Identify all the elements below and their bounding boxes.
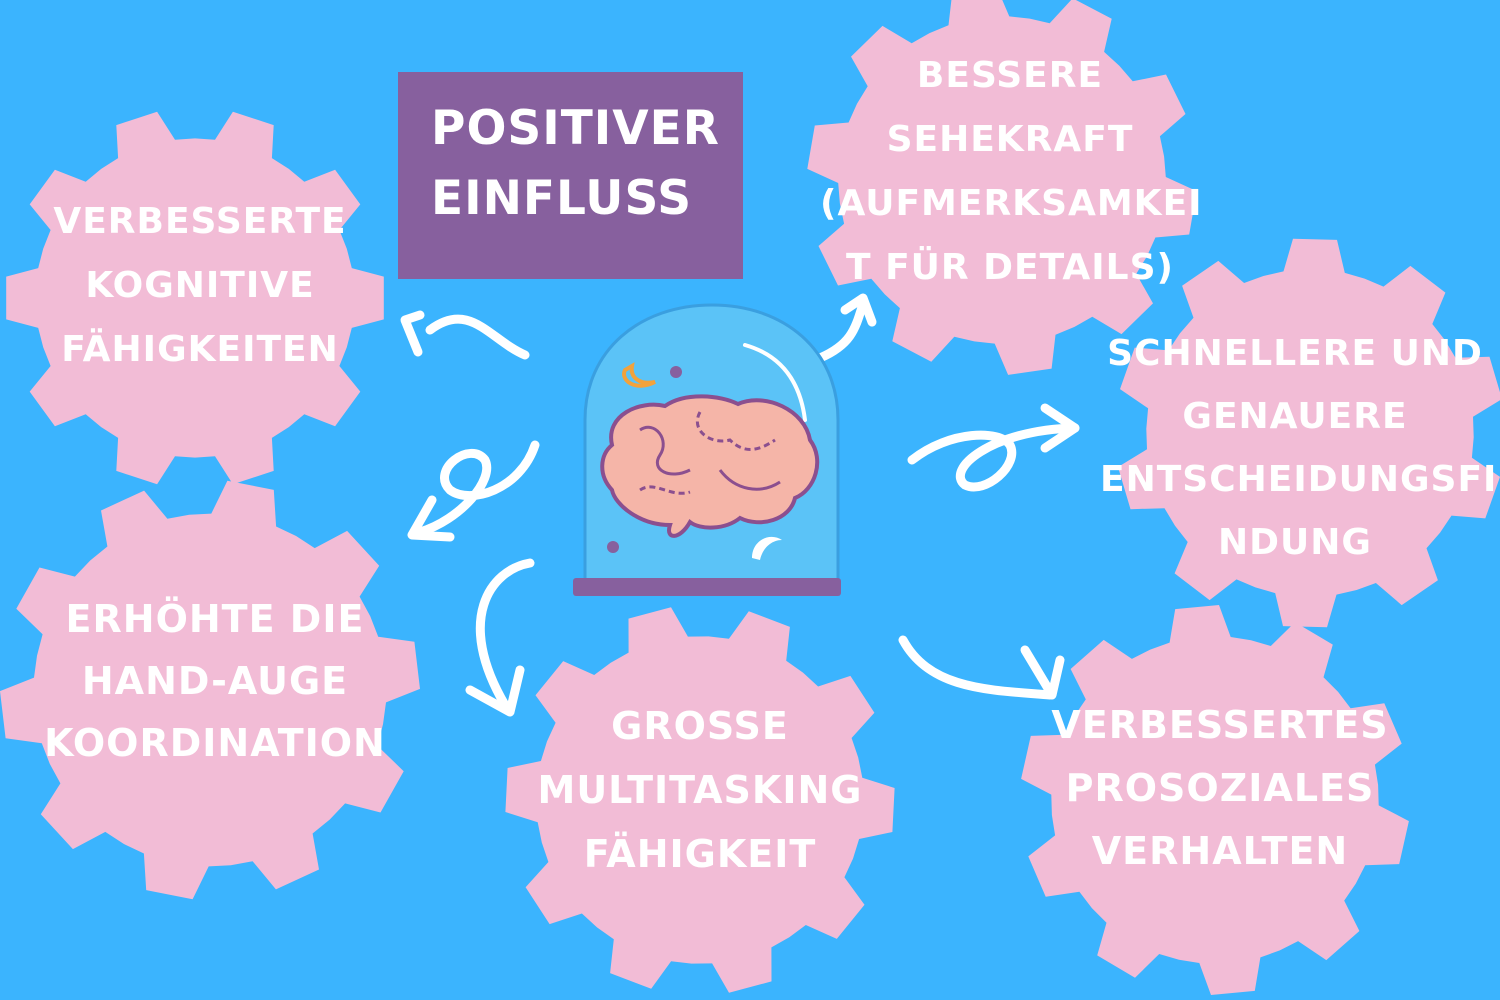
effect-line: T FÜR DETAILS) bbox=[846, 247, 1174, 288]
effect-line: PROSOZIALES bbox=[1065, 766, 1375, 810]
effect-line: VERBESSERTE bbox=[53, 201, 347, 242]
arrowhead-to-cognitive bbox=[400, 310, 425, 357]
effect-line: BESSERE bbox=[916, 55, 1104, 96]
effect-line: (AUFMERKSAMKEI bbox=[820, 183, 1203, 224]
jar-reflection bbox=[752, 536, 782, 560]
arrowhead-to-hand-eye bbox=[407, 495, 455, 542]
gear-hand-eye bbox=[0, 480, 420, 900]
gear-multitasking bbox=[505, 607, 895, 993]
effect-line: SCHNELLERE UND bbox=[1107, 333, 1483, 374]
effect-line: KOGNITIVE bbox=[85, 265, 315, 306]
arrow-to-prosocial bbox=[898, 635, 1055, 700]
effect-line: GROßE bbox=[611, 704, 789, 748]
effect-line: FÄHIGKEITEN bbox=[61, 329, 339, 370]
brain-fold-2 bbox=[695, 411, 776, 451]
dot-1 bbox=[670, 366, 682, 378]
orange-shape bbox=[622, 362, 656, 388]
arrow-to-vision bbox=[815, 302, 867, 363]
effect-line: MULTITASKING bbox=[537, 768, 863, 812]
effect-line: ENTSCHEIDUNGSFI bbox=[1100, 459, 1498, 500]
effect-label-multitasking: GROßE MULTITASKING FÄHIGKEIT bbox=[530, 694, 870, 886]
gear-vision bbox=[807, 0, 1197, 375]
title-line-1: POSITIVER bbox=[431, 101, 720, 156]
effect-label-prosocial: VERBESSERTES PROSOZIALES VERHALTEN bbox=[1040, 694, 1400, 883]
effect-line: SEHEKRAFT bbox=[886, 119, 1134, 160]
effect-line: GENAUERE bbox=[1182, 396, 1408, 437]
dot-2 bbox=[607, 541, 619, 553]
arrow-to-hand-eye bbox=[415, 440, 540, 537]
brain-fold-4 bbox=[639, 485, 691, 495]
effect-line: VERBESSERTES bbox=[1051, 703, 1389, 747]
effect-line: HAND-AUGE bbox=[81, 659, 349, 703]
arrow-group bbox=[400, 293, 1080, 717]
arrowhead-to-prosocial bbox=[1020, 645, 1065, 700]
title-box: POSITIVER EINFLUSS bbox=[398, 72, 743, 279]
effect-label-decisions: SCHNELLERE UND GENAUERE ENTSCHEIDUNGSFI … bbox=[1100, 322, 1498, 574]
arrow-to-cognitive bbox=[425, 314, 530, 360]
arrowhead-to-decisions bbox=[1040, 403, 1080, 453]
effect-label-hand-eye: ERHÖHTE DIE HAND-AUGE KOORDINATION bbox=[30, 588, 400, 774]
jar-highlight bbox=[743, 343, 807, 422]
brain-in-jar-icon bbox=[573, 303, 841, 596]
effect-line: VERHALTEN bbox=[1091, 829, 1349, 873]
effect-line: ERHÖHTE DIE bbox=[65, 597, 365, 641]
brain-fold-3 bbox=[718, 469, 781, 491]
brain-fold-1 bbox=[639, 426, 691, 476]
title-line-2: EINFLUSS bbox=[431, 171, 693, 226]
effect-line: KOORDINATION bbox=[44, 721, 386, 765]
effect-label-vision: BESSERE SEHEKRAFT (AUFMERKSAMKEI T FÜR D… bbox=[820, 44, 1203, 300]
gear-cognitive bbox=[6, 111, 384, 485]
effect-line: FÄHIGKEIT bbox=[583, 832, 817, 876]
brain-shape bbox=[600, 394, 820, 538]
jar-base bbox=[573, 578, 841, 596]
effect-line: NDUNG bbox=[1218, 522, 1372, 563]
arrowhead-to-multitasking bbox=[465, 665, 525, 717]
arrowhead-to-vision bbox=[840, 293, 877, 327]
arrow-to-multitasking bbox=[475, 558, 535, 710]
arrow-to-decisions bbox=[907, 423, 1080, 492]
gear-prosocial bbox=[1021, 605, 1409, 995]
gear-decisions bbox=[1118, 238, 1500, 628]
effect-label-cognitive: VERBESSERTE KOGNITIVE FÄHIGKEITEN bbox=[40, 190, 360, 382]
